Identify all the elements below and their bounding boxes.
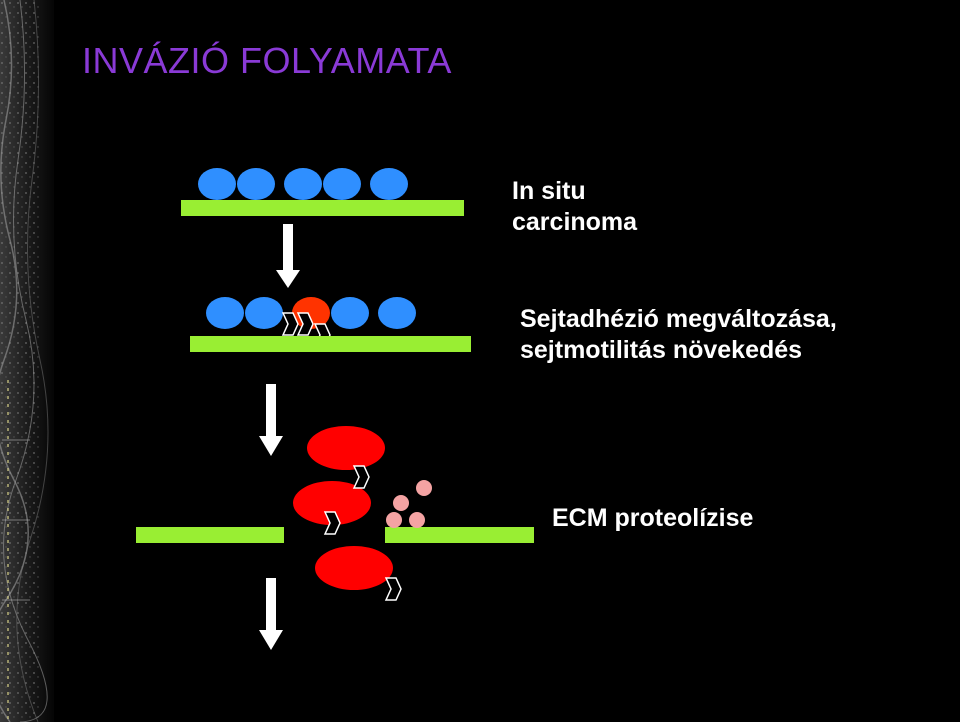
step-label-in-situ: In situ carcinoma [512,176,637,238]
basement-membrane [181,200,464,216]
stage-proteolysis [136,426,534,601]
basement-membrane-right [385,527,534,543]
normal-cell [323,168,361,200]
down-arrow-icon [276,224,300,288]
chevron-icon [296,312,314,336]
enzyme-dot [386,512,402,528]
stage-adhesion [190,297,471,352]
normal-cell [198,168,236,200]
normal-cell [206,297,244,329]
tumor-cell [293,481,371,525]
enzyme-dot [393,495,409,511]
step-label-adhesion: Sejtadhézió megváltozása, sejtmotilitás … [520,304,837,366]
basement-membrane-left [136,527,284,543]
normal-cell [370,168,408,200]
normal-cell [237,168,275,200]
enzyme-dot [416,480,432,496]
chevron-icon [352,465,370,489]
step-label-proteolysis: ECM proteolízise [552,503,753,534]
stage-in-situ [181,168,464,216]
label-line: sejtmotilitás növekedés [520,336,803,364]
chevron-icon [384,577,402,601]
tumor-cell [315,546,393,590]
label-line: ECM proteolízise [552,504,754,532]
slide-title: INVÁZIÓ FOLYAMATA [82,40,452,81]
label-line: In situ [512,177,586,205]
normal-cell [378,297,416,329]
tumor-cell [307,426,385,470]
basement-membrane [190,336,471,352]
enzyme-dot [409,512,425,528]
chevron-icon [323,511,341,535]
chevron-icon [281,312,299,336]
left-photo-strip [0,0,54,722]
normal-cell [284,168,322,200]
normal-cell [245,297,283,329]
down-arrow-icon [259,384,283,456]
normal-cell [331,297,369,329]
label-line: Sejtadhézió megváltozása, [520,305,837,333]
down-arrow-icon [259,578,283,650]
label-line: carcinoma [512,208,638,236]
